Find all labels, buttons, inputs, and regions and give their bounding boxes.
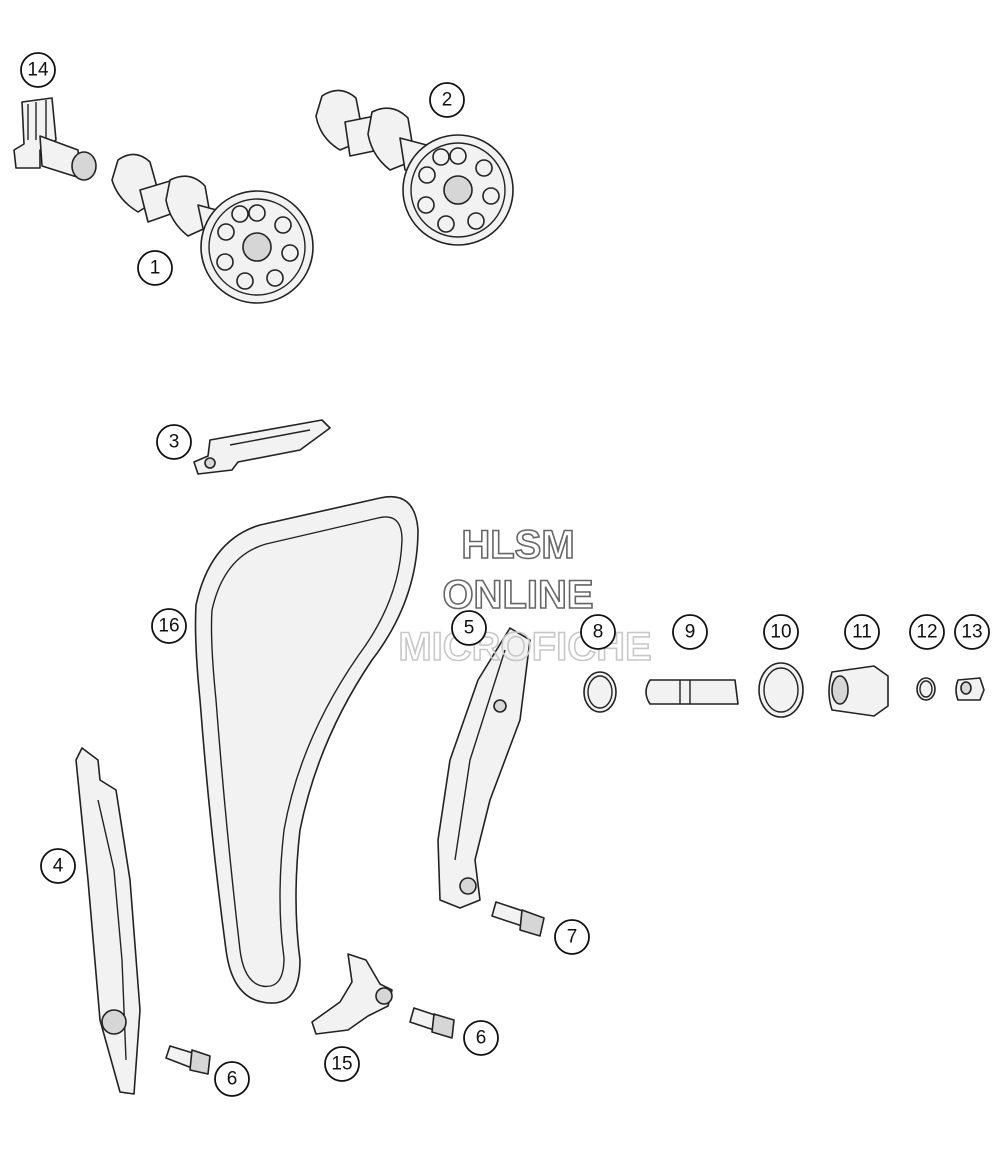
part-6-bolt-a[interactable] — [165, 1045, 211, 1075]
part-6-bolt-b[interactable] — [409, 1007, 455, 1039]
callout-16-label: 16 — [158, 616, 179, 637]
part-16-timing-chain[interactable] — [194, 496, 419, 1004]
callout-3[interactable]: 3 — [156, 424, 192, 460]
watermark-line2: ONLINE — [442, 573, 593, 617]
part-2-camshaft[interactable] — [315, 89, 514, 246]
part-14-sensor[interactable] — [13, 97, 97, 181]
part-11-screw-plug[interactable] — [828, 665, 889, 717]
gear-2 — [402, 134, 514, 246]
gear-1 — [200, 190, 314, 304]
callout-8[interactable]: 8 — [580, 614, 616, 650]
part-12-small-o-ring[interactable] — [916, 677, 936, 701]
callout-9-label: 9 — [685, 622, 696, 643]
part-13-cap[interactable] — [955, 677, 985, 701]
callout-7-label: 7 — [567, 927, 578, 948]
watermark-line1: HLSM — [461, 523, 574, 567]
callout-15-label: 15 — [331, 1054, 352, 1075]
callout-9[interactable]: 9 — [672, 614, 708, 650]
callout-10[interactable]: 10 — [763, 614, 799, 650]
callout-5[interactable]: 5 — [451, 610, 487, 646]
part-15-lower-guide[interactable] — [311, 953, 393, 1035]
part-9-plunger[interactable] — [645, 679, 739, 705]
callout-13[interactable]: 13 — [954, 614, 990, 650]
callout-4[interactable]: 4 — [40, 848, 76, 884]
callout-6-left[interactable]: 6 — [214, 1061, 250, 1097]
callout-6-right-label: 6 — [476, 1028, 487, 1049]
callout-5-label: 5 — [464, 618, 475, 639]
part-7-bolt[interactable] — [491, 901, 545, 937]
watermark: HLSM ONLINE MICROFICHE — [398, 522, 653, 670]
callout-6-left-label: 6 — [227, 1069, 238, 1090]
callout-10-label: 10 — [770, 622, 791, 643]
callout-8-label: 8 — [593, 622, 604, 643]
callout-12-label: 12 — [916, 622, 937, 643]
part-10-seal-ring[interactable] — [758, 662, 804, 718]
callout-12[interactable]: 12 — [909, 614, 945, 650]
callout-13-label: 13 — [961, 622, 982, 643]
part-3-chain-guide[interactable] — [193, 419, 331, 475]
callout-2[interactable]: 2 — [429, 82, 465, 118]
part-4-guide-rail[interactable] — [75, 747, 141, 1095]
part-1-camshaft[interactable] — [111, 153, 314, 304]
part-8-o-ring[interactable] — [583, 671, 617, 713]
callout-6-right[interactable]: 6 — [463, 1020, 499, 1056]
callout-7[interactable]: 7 — [554, 919, 590, 955]
callout-16[interactable]: 16 — [151, 608, 187, 644]
callout-11[interactable]: 11 — [844, 614, 880, 650]
callout-2-label: 2 — [442, 90, 453, 111]
callout-4-label: 4 — [53, 856, 64, 877]
callout-14-label: 14 — [27, 60, 49, 81]
callout-1-label: 1 — [150, 258, 161, 279]
callout-3-label: 3 — [169, 432, 180, 453]
callout-15[interactable]: 15 — [324, 1046, 360, 1082]
callout-1[interactable]: 1 — [137, 250, 173, 286]
callout-14[interactable]: 14 — [20, 52, 56, 88]
part-5-tensioner-rail[interactable] — [437, 627, 531, 909]
callout-11-label: 11 — [852, 622, 872, 643]
